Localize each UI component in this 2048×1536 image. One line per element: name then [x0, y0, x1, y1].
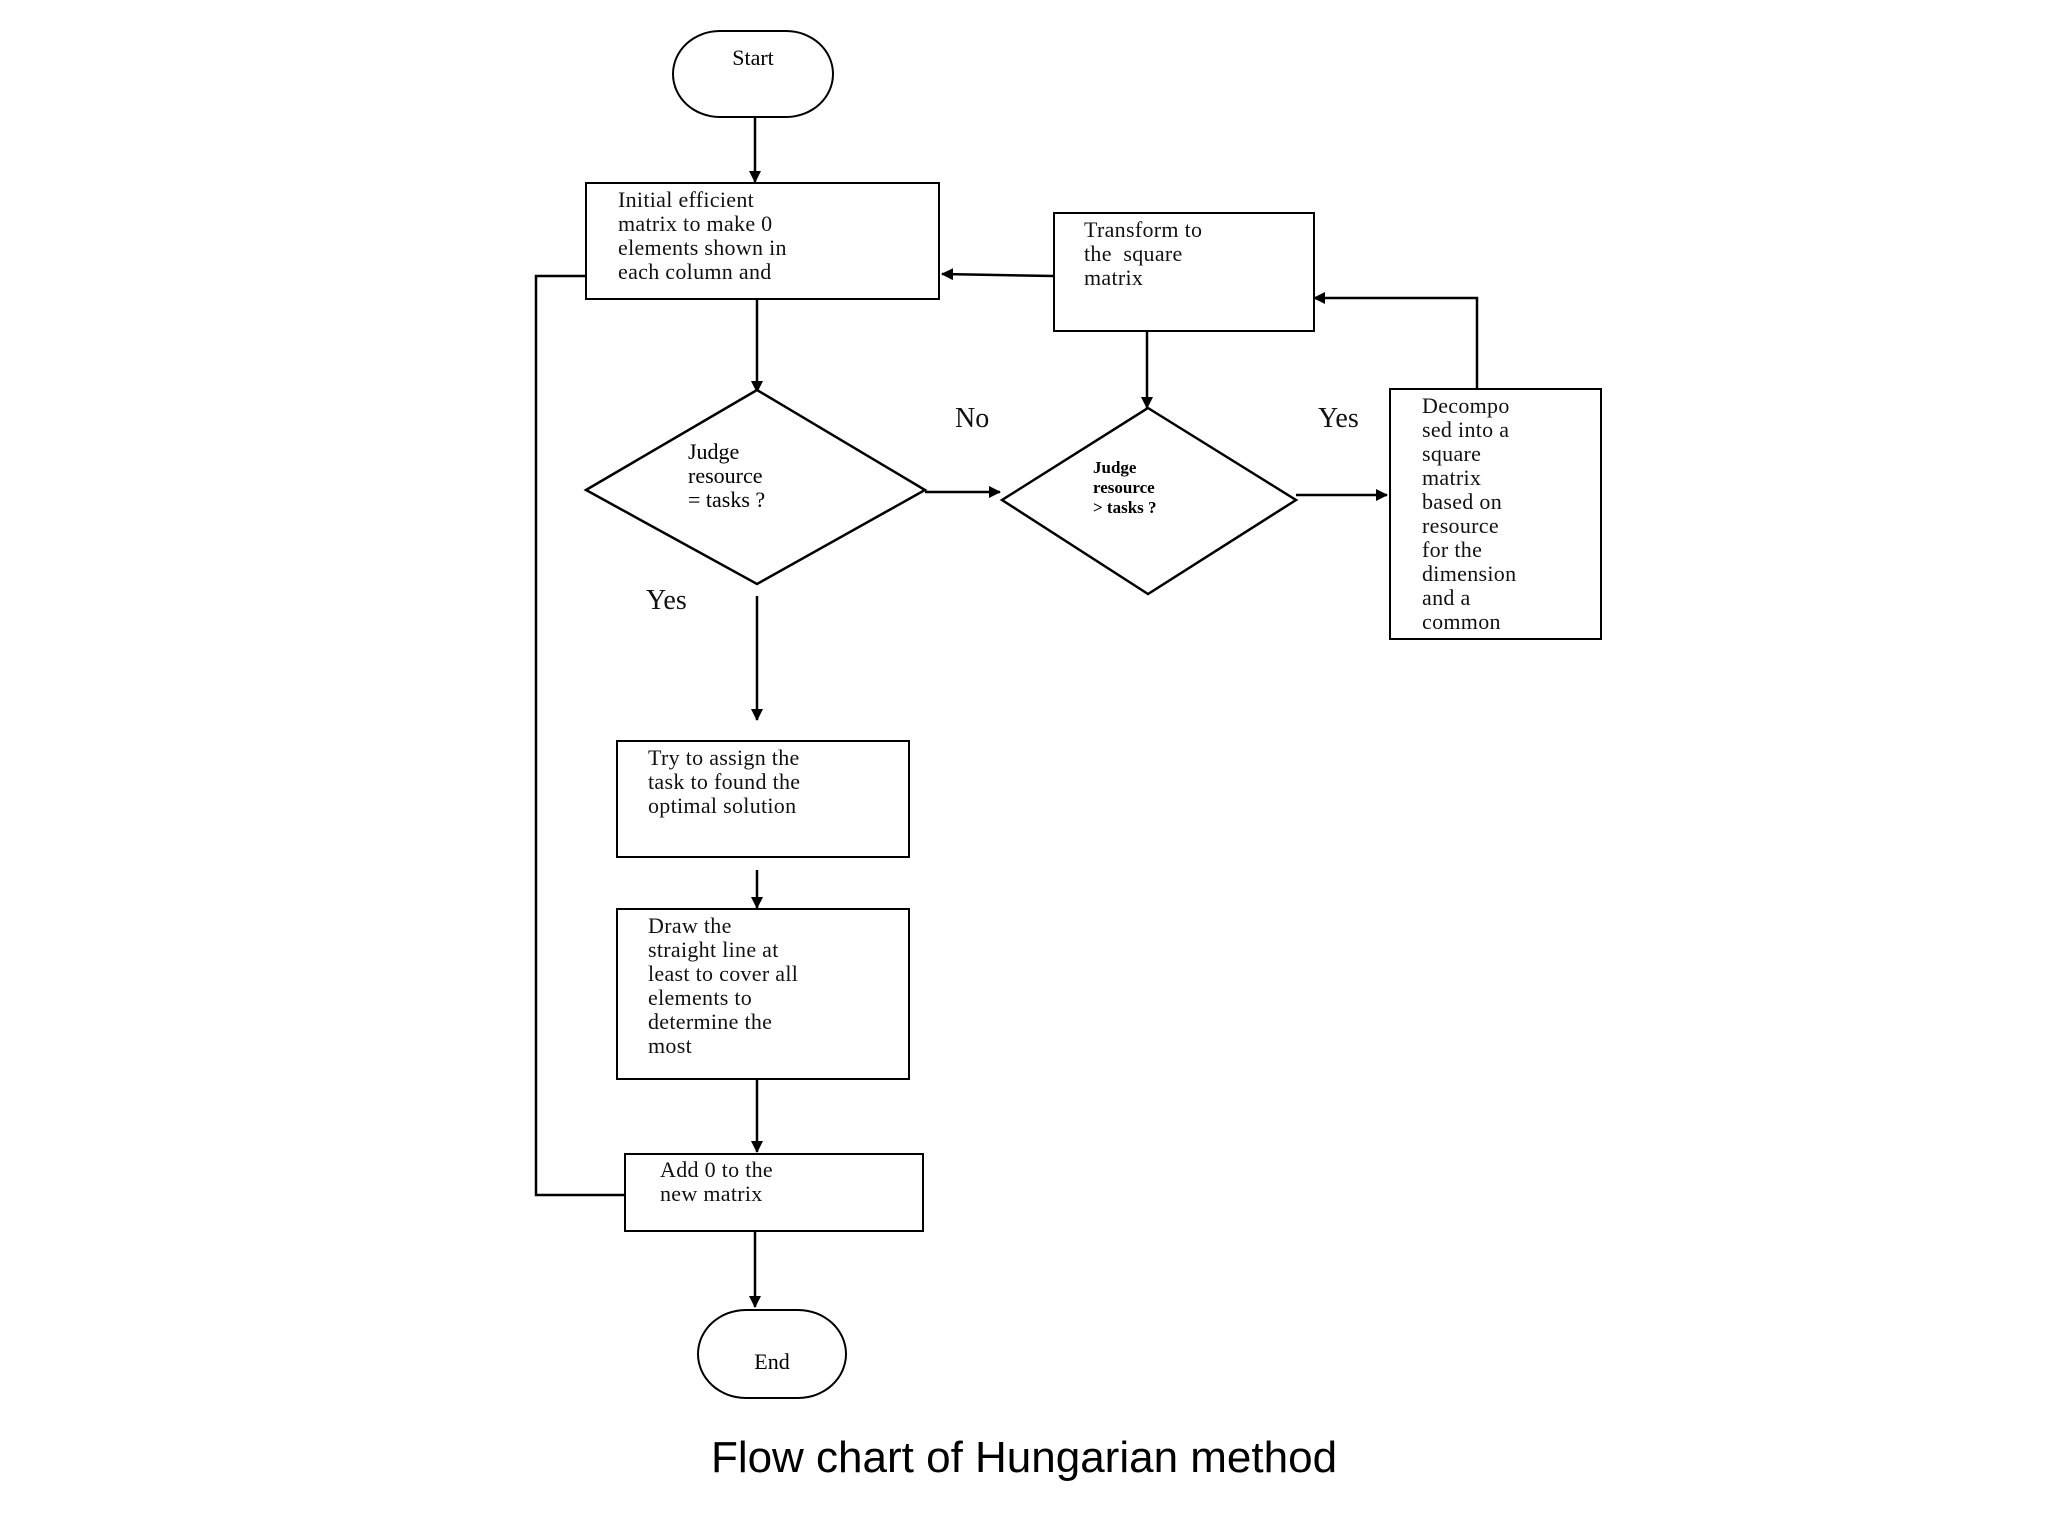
figure-caption: Flow chart of Hungarian method: [710, 1433, 1338, 1482]
add-zero-text: Add 0 to the new matrix: [660, 1158, 773, 1206]
start-terminal: [672, 30, 834, 118]
draw-line-box: [616, 908, 910, 1080]
decompose-box: [1389, 388, 1602, 640]
assign-task-text: Try to assign the task to found the opti…: [648, 746, 801, 818]
judge-greater-text: Judge resource > tasks ?: [1093, 458, 1157, 517]
decompose-text: Decompo sed into a square matrix based o…: [1422, 394, 1517, 634]
edge-decompose-to-transform: [1313, 292, 1479, 388]
initial-matrix-box: [585, 182, 940, 300]
draw-line-text: Draw the straight line at least to cover…: [648, 914, 799, 1058]
decision-judge-greater: [999, 406, 1299, 596]
label-no: No: [955, 403, 990, 434]
assign-task-box: [616, 740, 910, 858]
end-label: End: [754, 1349, 790, 1374]
initial-matrix-text: Initial efficient matrix to make 0 eleme…: [618, 188, 787, 284]
judge-equal-text: Judge resource = tasks ?: [688, 439, 766, 512]
add-zero-box: [624, 1153, 924, 1232]
transform-square-text: Transform to the square matrix: [1084, 218, 1203, 290]
label-yes-right: Yes: [1318, 403, 1359, 434]
end-terminal: [697, 1309, 847, 1399]
label-yes-down: Yes: [646, 585, 687, 616]
start-label: Start: [732, 45, 774, 70]
edge-add-to-initial: [534, 274, 625, 1197]
edge-transform-to-initial: [941, 268, 1054, 281]
transform-square-box: [1053, 212, 1315, 332]
decision-judge-equal: [583, 388, 928, 586]
